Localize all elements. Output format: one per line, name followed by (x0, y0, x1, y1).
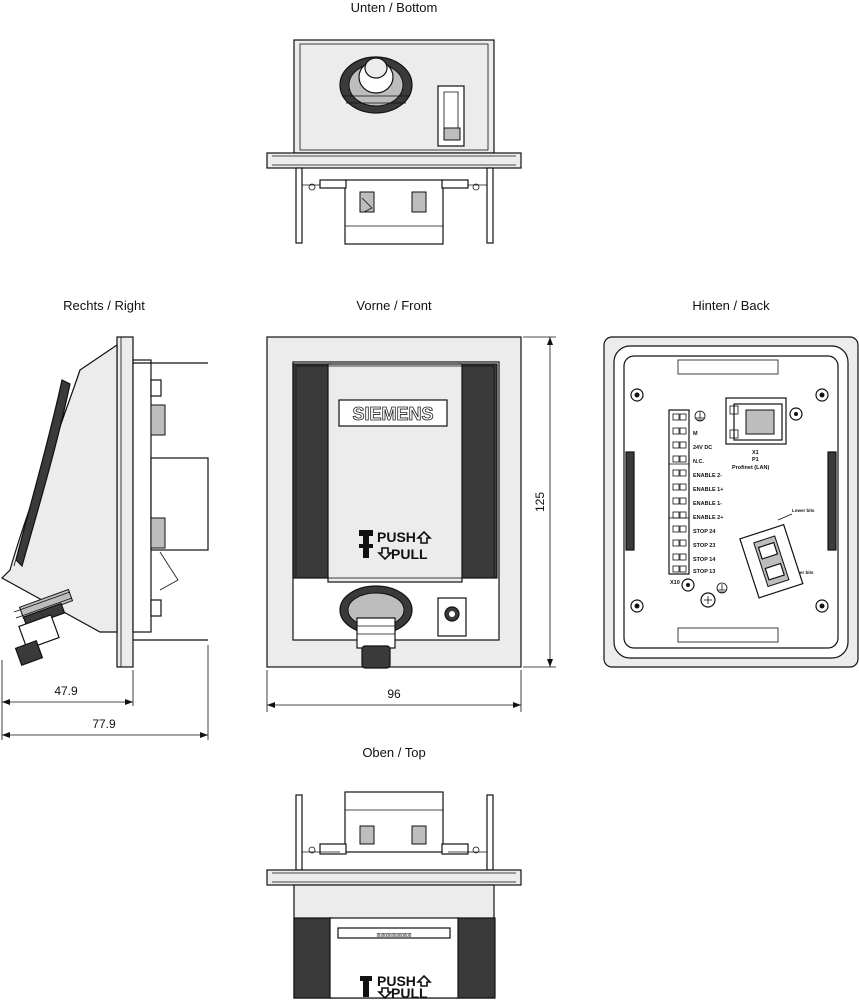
p1-label: P1 (752, 457, 759, 463)
top-push-label: PUSH (377, 973, 416, 989)
x1-label: X1 (752, 450, 759, 456)
terminal-label-stop23: STOP 23 (693, 543, 715, 549)
up-arrow-icon (416, 530, 432, 544)
top-pull-label: PULL (391, 985, 428, 1000)
terminal-label-24v: 24V DC (693, 445, 712, 451)
profinet-label: Profinet (LAN) (732, 465, 769, 471)
right-view-title: Rechts / Right (63, 298, 145, 313)
push-label: PUSH (377, 529, 416, 545)
front-view: SIEMENS PUSH PULL (266, 336, 522, 669)
terminal-label-stop14: STOP 14 (693, 557, 716, 563)
back-view: M 24V DC N.C. ENABLE 2- ENABLE 1+ ENABLE… (603, 336, 859, 668)
logo-text: SIEMENS (352, 404, 433, 424)
push-symbol-icon (359, 530, 373, 558)
bottom-view (266, 39, 522, 245)
siemens-logo (338, 399, 448, 427)
terminal-label-enable1-plus: ENABLE 1+ (693, 487, 723, 493)
width-label: 96 (387, 687, 401, 701)
ground-icon (694, 410, 706, 422)
terminal-label-m: M (693, 431, 698, 437)
terminal-label-enable1-minus: ENABLE 1- (693, 501, 722, 507)
front-view-dimensions: 125 96 (266, 336, 556, 712)
front-view-title: Vorne / Front (356, 298, 432, 313)
right-view (1, 336, 209, 668)
back-view-title: Hinten / Back (692, 298, 770, 313)
terminal-slots (672, 413, 687, 573)
higher-bits-label: Higher bits (790, 570, 814, 575)
depth-short-label: 47.9 (54, 684, 78, 698)
pull-label: PULL (391, 546, 428, 562)
bottom-view-title: Unten / Bottom (351, 0, 438, 15)
terminal-label-enable2-plus: ENABLE 2+ (693, 515, 723, 521)
ground-icon (716, 582, 728, 594)
x10-label: X10 (670, 580, 680, 586)
height-label: 125 (533, 492, 547, 512)
right-view-dimensions: 47.9 77.9 (1, 645, 209, 740)
down-arrow-icon (377, 547, 393, 561)
top-view: ▯▯▯▯▯▯▯▯▯▯▯▯▯▯ PUSH PULL (266, 791, 522, 1000)
terminal-label-stop13: STOP 13 (693, 569, 715, 575)
top-view-title: Oben / Top (362, 745, 425, 760)
terminal-label-enable2-minus: ENABLE 2- (693, 473, 722, 479)
terminal-label-nc: N.C. (693, 459, 704, 465)
depth-total-label: 77.9 (92, 717, 116, 731)
top-slot-text: ▯▯▯▯▯▯▯▯▯▯▯▯▯▯ (377, 932, 412, 937)
lower-bits-label: Lower bits (792, 508, 815, 513)
terminal-label-stop24: STOP 24 (693, 529, 716, 535)
